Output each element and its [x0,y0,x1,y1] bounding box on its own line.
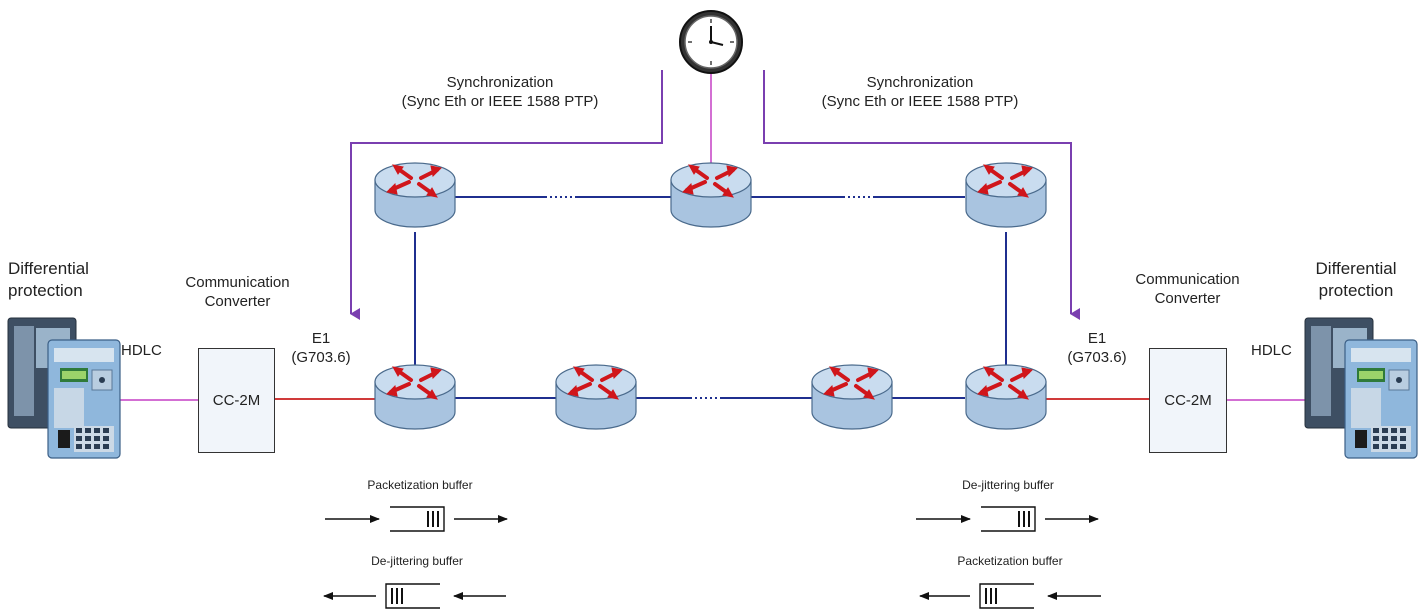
protection-relay-right [1304,317,1418,459]
clock-icon [679,10,743,74]
sync-label-left: Synchronization (Sync Eth or IEEE 1588 P… [360,73,640,111]
e1-label-right-line1: E1 [1087,330,1107,347]
protection-label-right-line1: Differential [1315,259,1397,278]
buffer-left-top [325,506,508,532]
hdlc-label-right: HDLC [1251,342,1292,359]
sync-label-right-line2: (Sync Eth or IEEE 1588 PTP) [821,93,1019,110]
protection-label-left-line2: protection [8,281,83,300]
e1-label-right: E1 (G703.6) [1052,329,1142,367]
hdlc-label-left: HDLC [121,342,162,359]
buffer-label-left-bottom: De-jittering buffer [371,554,463,568]
protection-label-right: Differential protection [1294,258,1418,302]
e1-label-right-line2: (G703.6) [1067,349,1127,366]
buffer-right-bottom [919,583,1101,609]
protection-relay-left [7,317,121,459]
network-links [414,196,1007,399]
router-bottom-2 [554,363,638,431]
sync-label-left-line1: Synchronization [446,74,554,91]
router-bottom-4 [964,363,1048,431]
converter-title-left: Communication Converter [160,273,315,311]
router-top-middle [669,161,753,229]
converter-box-left: CC-2M [198,348,275,453]
protection-label-left-line1: Differential [8,259,89,278]
buffer-label-right-bottom: Packetization buffer [957,554,1063,568]
sync-label-right: Synchronization (Sync Eth or IEEE 1588 P… [780,73,1060,111]
buffer-label-left-top: Packetization buffer [367,478,473,492]
router-bottom-1 [373,363,457,431]
sync-arrow-right [763,70,1080,320]
converter-title-right-line2: Converter [1154,290,1221,307]
e1-label-left-line1: E1 [311,330,331,347]
sync-label-right-line1: Synchronization [866,74,974,91]
router-top-right [964,161,1048,229]
converter-title-left-line1: Communication [185,274,290,291]
converter-title-left-line2: Converter [204,293,271,310]
router-bottom-3 [810,363,894,431]
protection-label-left: Differential protection [8,258,89,302]
sync-arrow-left [350,70,663,320]
router-top-left [373,161,457,229]
sync-label-left-line2: (Sync Eth or IEEE 1588 PTP) [401,93,599,110]
converter-box-right: CC-2M [1149,348,1227,453]
buffer-label-right-top: De-jittering buffer [962,478,1054,492]
protection-label-right-line2: protection [1318,281,1394,300]
converter-title-right: Communication Converter [1110,270,1265,308]
e1-label-left: E1 (G703.6) [276,329,366,367]
buffer-left-bottom [323,583,506,609]
buffer-right-top [916,506,1099,532]
e1-label-left-line2: (G703.6) [291,349,351,366]
converter-title-right-line1: Communication [1135,271,1240,288]
